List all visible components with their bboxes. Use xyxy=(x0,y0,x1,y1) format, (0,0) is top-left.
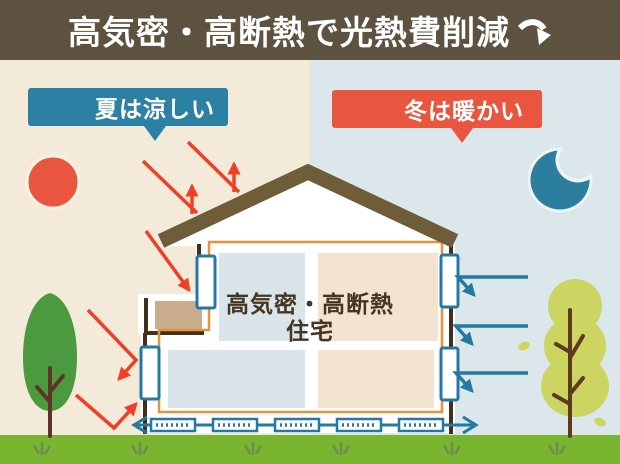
grass-tuft xyxy=(130,442,150,455)
grass-tuft xyxy=(442,442,462,455)
house-cross-section xyxy=(131,163,479,435)
airflow-arrowhead-right xyxy=(462,415,479,435)
house-caption: 高気密・高断熱 住宅 xyxy=(220,291,400,345)
tree-right xyxy=(518,279,609,438)
underfloor-airflow xyxy=(131,415,479,435)
grass-ground xyxy=(0,435,620,464)
grass-tuft xyxy=(331,442,351,455)
falling-leaf-icon xyxy=(594,417,606,427)
sun-icon xyxy=(25,154,81,210)
room-lower-right xyxy=(318,350,434,408)
cold-air-arrow xyxy=(454,275,528,297)
room-lower-left xyxy=(168,350,305,408)
window-1f-left xyxy=(139,345,161,401)
summer-banner: 夏は涼しい xyxy=(28,88,228,141)
house-gable xyxy=(166,177,451,246)
page-title: 高気密・高断熱で光熱費削減 xyxy=(68,14,510,51)
summer-banner-pointer xyxy=(144,126,166,141)
winter-cold-air-arrows xyxy=(452,275,528,393)
house-caption-line1: 高気密・高断熱 xyxy=(226,291,394,317)
roof xyxy=(157,163,459,248)
grass-tufts xyxy=(32,442,567,455)
tree-left-trunk xyxy=(35,366,65,438)
summer-heat-rays xyxy=(74,140,241,431)
room-upper-left xyxy=(219,253,305,341)
tree-left xyxy=(23,293,77,438)
window-2f-right xyxy=(439,253,460,309)
cold-air-arrow xyxy=(452,324,528,346)
heat-ray-to-window xyxy=(144,229,191,293)
moon-crescent xyxy=(530,150,590,210)
windows xyxy=(139,253,460,402)
summer-banner-label: 夏は涼しい xyxy=(95,96,215,122)
moon-icon xyxy=(527,147,593,213)
falling-leaf-icon xyxy=(518,341,530,351)
heat-ray-deflected xyxy=(86,308,139,381)
tree-left-foliage xyxy=(23,293,77,411)
grass-tuft xyxy=(243,442,263,455)
tree-right-trunk xyxy=(552,308,585,438)
heat-ray-deflected xyxy=(74,393,138,431)
room-upper-right xyxy=(318,253,438,341)
grass-tuft xyxy=(547,442,567,455)
balcony-floor xyxy=(155,301,202,329)
heat-ray xyxy=(186,140,241,194)
curved-down-right-arrow-icon xyxy=(518,19,551,45)
header-bar: 高気密・高断熱で光熱費削減 xyxy=(0,0,620,60)
house-caption-line2: 住宅 xyxy=(286,318,334,344)
winter-banner: 冬は暖かい xyxy=(332,90,542,143)
cold-air-arrow xyxy=(452,371,528,393)
airflow-arrowhead-left xyxy=(131,415,148,435)
winter-banner-label: 冬は暖かい xyxy=(404,98,524,124)
window-2f-left xyxy=(195,254,217,310)
heat-ray xyxy=(141,159,199,215)
winter-banner-pointer xyxy=(451,128,473,143)
grass-tuft xyxy=(32,442,52,455)
floor-vents xyxy=(149,417,445,433)
